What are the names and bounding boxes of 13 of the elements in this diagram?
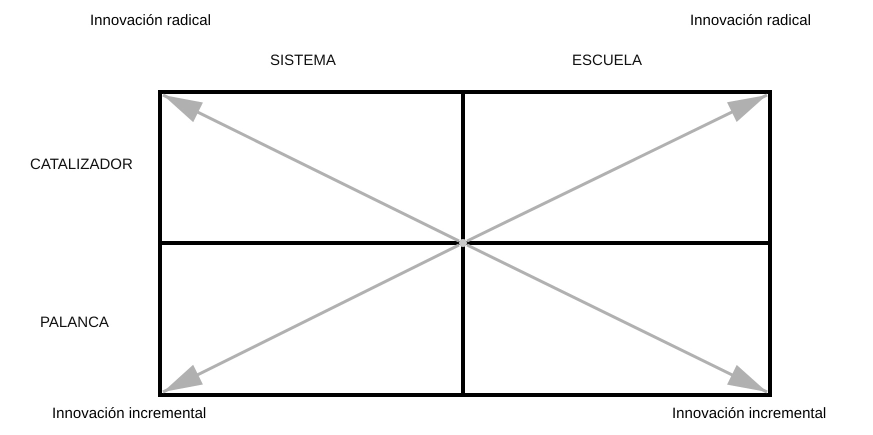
arrow (162, 94, 460, 242)
arrow (162, 244, 460, 394)
arrow (466, 244, 768, 394)
center-point (459, 239, 467, 247)
corner-label: Innovación radical (690, 12, 811, 29)
corner-label: Innovación incremental (52, 405, 206, 422)
column-header: ESCUELA (572, 52, 642, 69)
arrow (466, 94, 768, 242)
corner-label: Innovación radical (90, 12, 211, 29)
column-header: SISTEMA (270, 52, 336, 69)
corner-label: Innovación incremental (672, 405, 826, 422)
row-header: PALANCA (40, 314, 109, 331)
row-header: CATALIZADOR (30, 156, 133, 173)
